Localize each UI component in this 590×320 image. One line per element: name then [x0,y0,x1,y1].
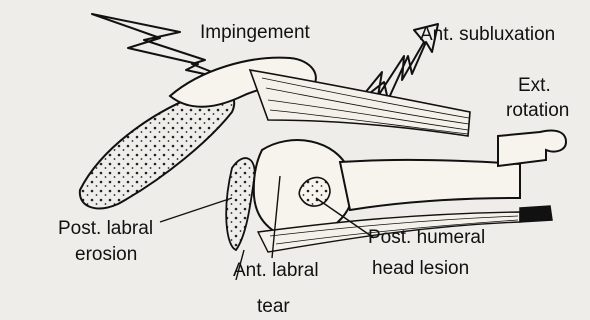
scapula [80,90,234,209]
label-ant-labral-tear-line1: Ant. labral [233,260,319,282]
label-ext-rotation-line1: Ext. [518,75,551,97]
ext-rotation-arrow-lower-icon [520,206,552,222]
ext-rotation-arrow-upper-icon [498,130,566,166]
label-post-humeral-line1: Post. humeral [368,227,485,249]
label-post-labral-erosion-line2: erosion [75,244,137,266]
glenoid-rim [226,158,254,250]
rotator-cuff-tendons [250,70,470,136]
label-ext-rotation-line2: rotation [506,100,569,122]
label-impingement: Impingement [200,22,310,44]
label-post-labral-erosion-line1: Post. labral [58,218,153,240]
label-post-humeral-line2: head lesion [372,258,469,280]
leader-post-labral-erosion [160,198,232,222]
label-ant-labral-tear-line2: tear [257,296,290,318]
label-ant-subluxation: Ant. subluxation [420,24,555,46]
humerus-shaft [340,160,520,210]
